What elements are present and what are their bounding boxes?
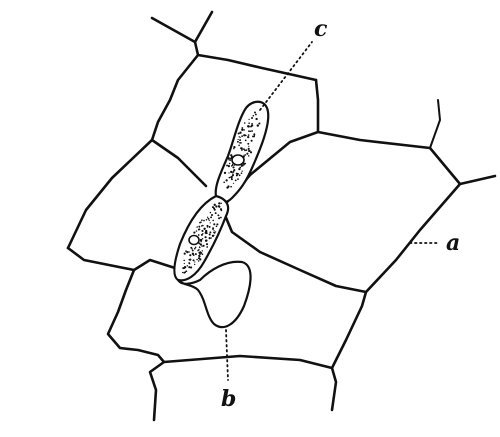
cell-walls (66, 10, 497, 422)
label-a: a (446, 230, 460, 256)
leader-c (259, 41, 313, 111)
leader-b (225, 329, 229, 381)
nucleus-upper (231, 154, 245, 166)
cell-lower-lobe (173, 194, 230, 282)
leader-lines (225, 41, 439, 381)
label-c: c (314, 16, 328, 42)
protoplasm-stipple (181, 111, 261, 274)
nucleus-lower (188, 234, 200, 246)
cell-upper-lobe (214, 100, 270, 204)
cell-tail (176, 260, 252, 329)
label-b: b (221, 386, 236, 412)
elongated-cell (173, 100, 270, 329)
